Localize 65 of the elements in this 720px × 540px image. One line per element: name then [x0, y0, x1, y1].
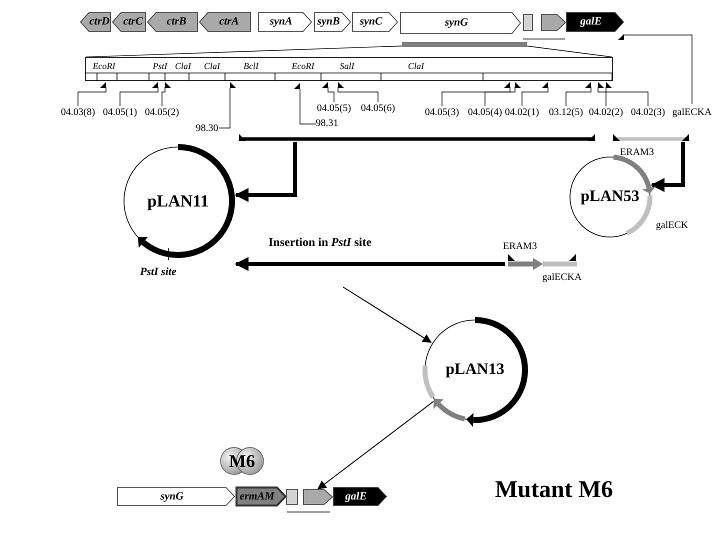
- primer-label: 04.03(8): [60, 108, 96, 118]
- dna-fragment: [236, 133, 598, 142]
- gene-label: synA: [268, 16, 294, 28]
- gene-box: [286, 489, 298, 505]
- primer-label: 04.02(3): [630, 108, 666, 118]
- gene-label: ermAM: [238, 491, 276, 502]
- gene-symbol: [112, 12, 146, 32]
- gene-label: synG: [159, 491, 185, 502]
- restriction-site-label: SalI: [340, 62, 354, 71]
- restriction-site-label: EcoRI: [92, 62, 116, 71]
- gene-symbol: [258, 12, 312, 32]
- gene-symbol: [314, 12, 351, 32]
- restriction-site-label: ClaI: [204, 62, 220, 71]
- gene-symbol: [80, 12, 111, 32]
- arrow: [342, 286, 432, 343]
- restriction-site-label: PstI: [152, 62, 168, 71]
- gene-symbol: [147, 12, 198, 32]
- gene-symbol: [566, 12, 624, 32]
- gene-label: ctrB: [166, 16, 188, 28]
- strain-label: M6: [229, 452, 255, 470]
- restriction-site-label: BclI: [244, 62, 258, 71]
- primer-label: 04.05(6): [360, 104, 396, 114]
- gene-label: synC: [358, 16, 384, 28]
- site-label: PstI site: [140, 267, 176, 278]
- gene-label: galE: [579, 16, 603, 28]
- primer-label: 04.05(3): [424, 108, 460, 118]
- primer-label: ERAM3: [620, 148, 654, 158]
- restriction-site-label: ClaI: [408, 62, 424, 71]
- figure-label: Mutant M6: [495, 478, 613, 502]
- gene-symbol: [541, 14, 566, 31]
- primer-label: 04.05(4): [468, 108, 502, 118]
- primer-label: 04.02(1): [504, 108, 540, 118]
- gene-label: synG: [444, 18, 470, 28]
- gene-symbol: [236, 487, 286, 506]
- arrow: [650, 142, 685, 192]
- gene-cassette: [505, 252, 579, 272]
- gene-label: ctrD: [88, 16, 111, 28]
- arrow: [234, 257, 505, 271]
- primer-label: 04.05(2): [144, 108, 180, 118]
- primer-label: 04.02(2): [588, 108, 624, 118]
- primer-label: ERAM3: [503, 242, 537, 252]
- restriction-map: [85, 57, 613, 81]
- arrow: [234, 142, 297, 202]
- gene-label: ctrC: [122, 16, 144, 28]
- primer-label: galECKA: [672, 108, 712, 118]
- primer-label: 04.05(5): [316, 104, 352, 114]
- gene-symbol: [333, 487, 387, 506]
- gene-symbol: [303, 489, 333, 505]
- primer-label: 98.31: [316, 119, 338, 129]
- primer-label: 04.05(1): [102, 108, 138, 118]
- restriction-site-label: ClaI: [175, 62, 191, 71]
- gene-symbol: [199, 12, 251, 32]
- gene-label: ctrA: [218, 16, 240, 28]
- gene-label: synB: [316, 16, 341, 28]
- primer-label: 03.12(5): [548, 108, 584, 118]
- arrow: [317, 400, 434, 490]
- gene-box: [523, 14, 533, 31]
- edge-label: Insertion in PstI site: [268, 236, 372, 248]
- gene-symbol: [352, 12, 398, 32]
- gene-symbol: [117, 487, 235, 506]
- plasmid-name: pLAN11: [147, 192, 209, 210]
- dna-fragment: [610, 133, 692, 142]
- gene-label: galE: [344, 491, 368, 502]
- restriction-site-label: EcoRI: [292, 62, 314, 71]
- primer-label: 98.30: [196, 124, 218, 134]
